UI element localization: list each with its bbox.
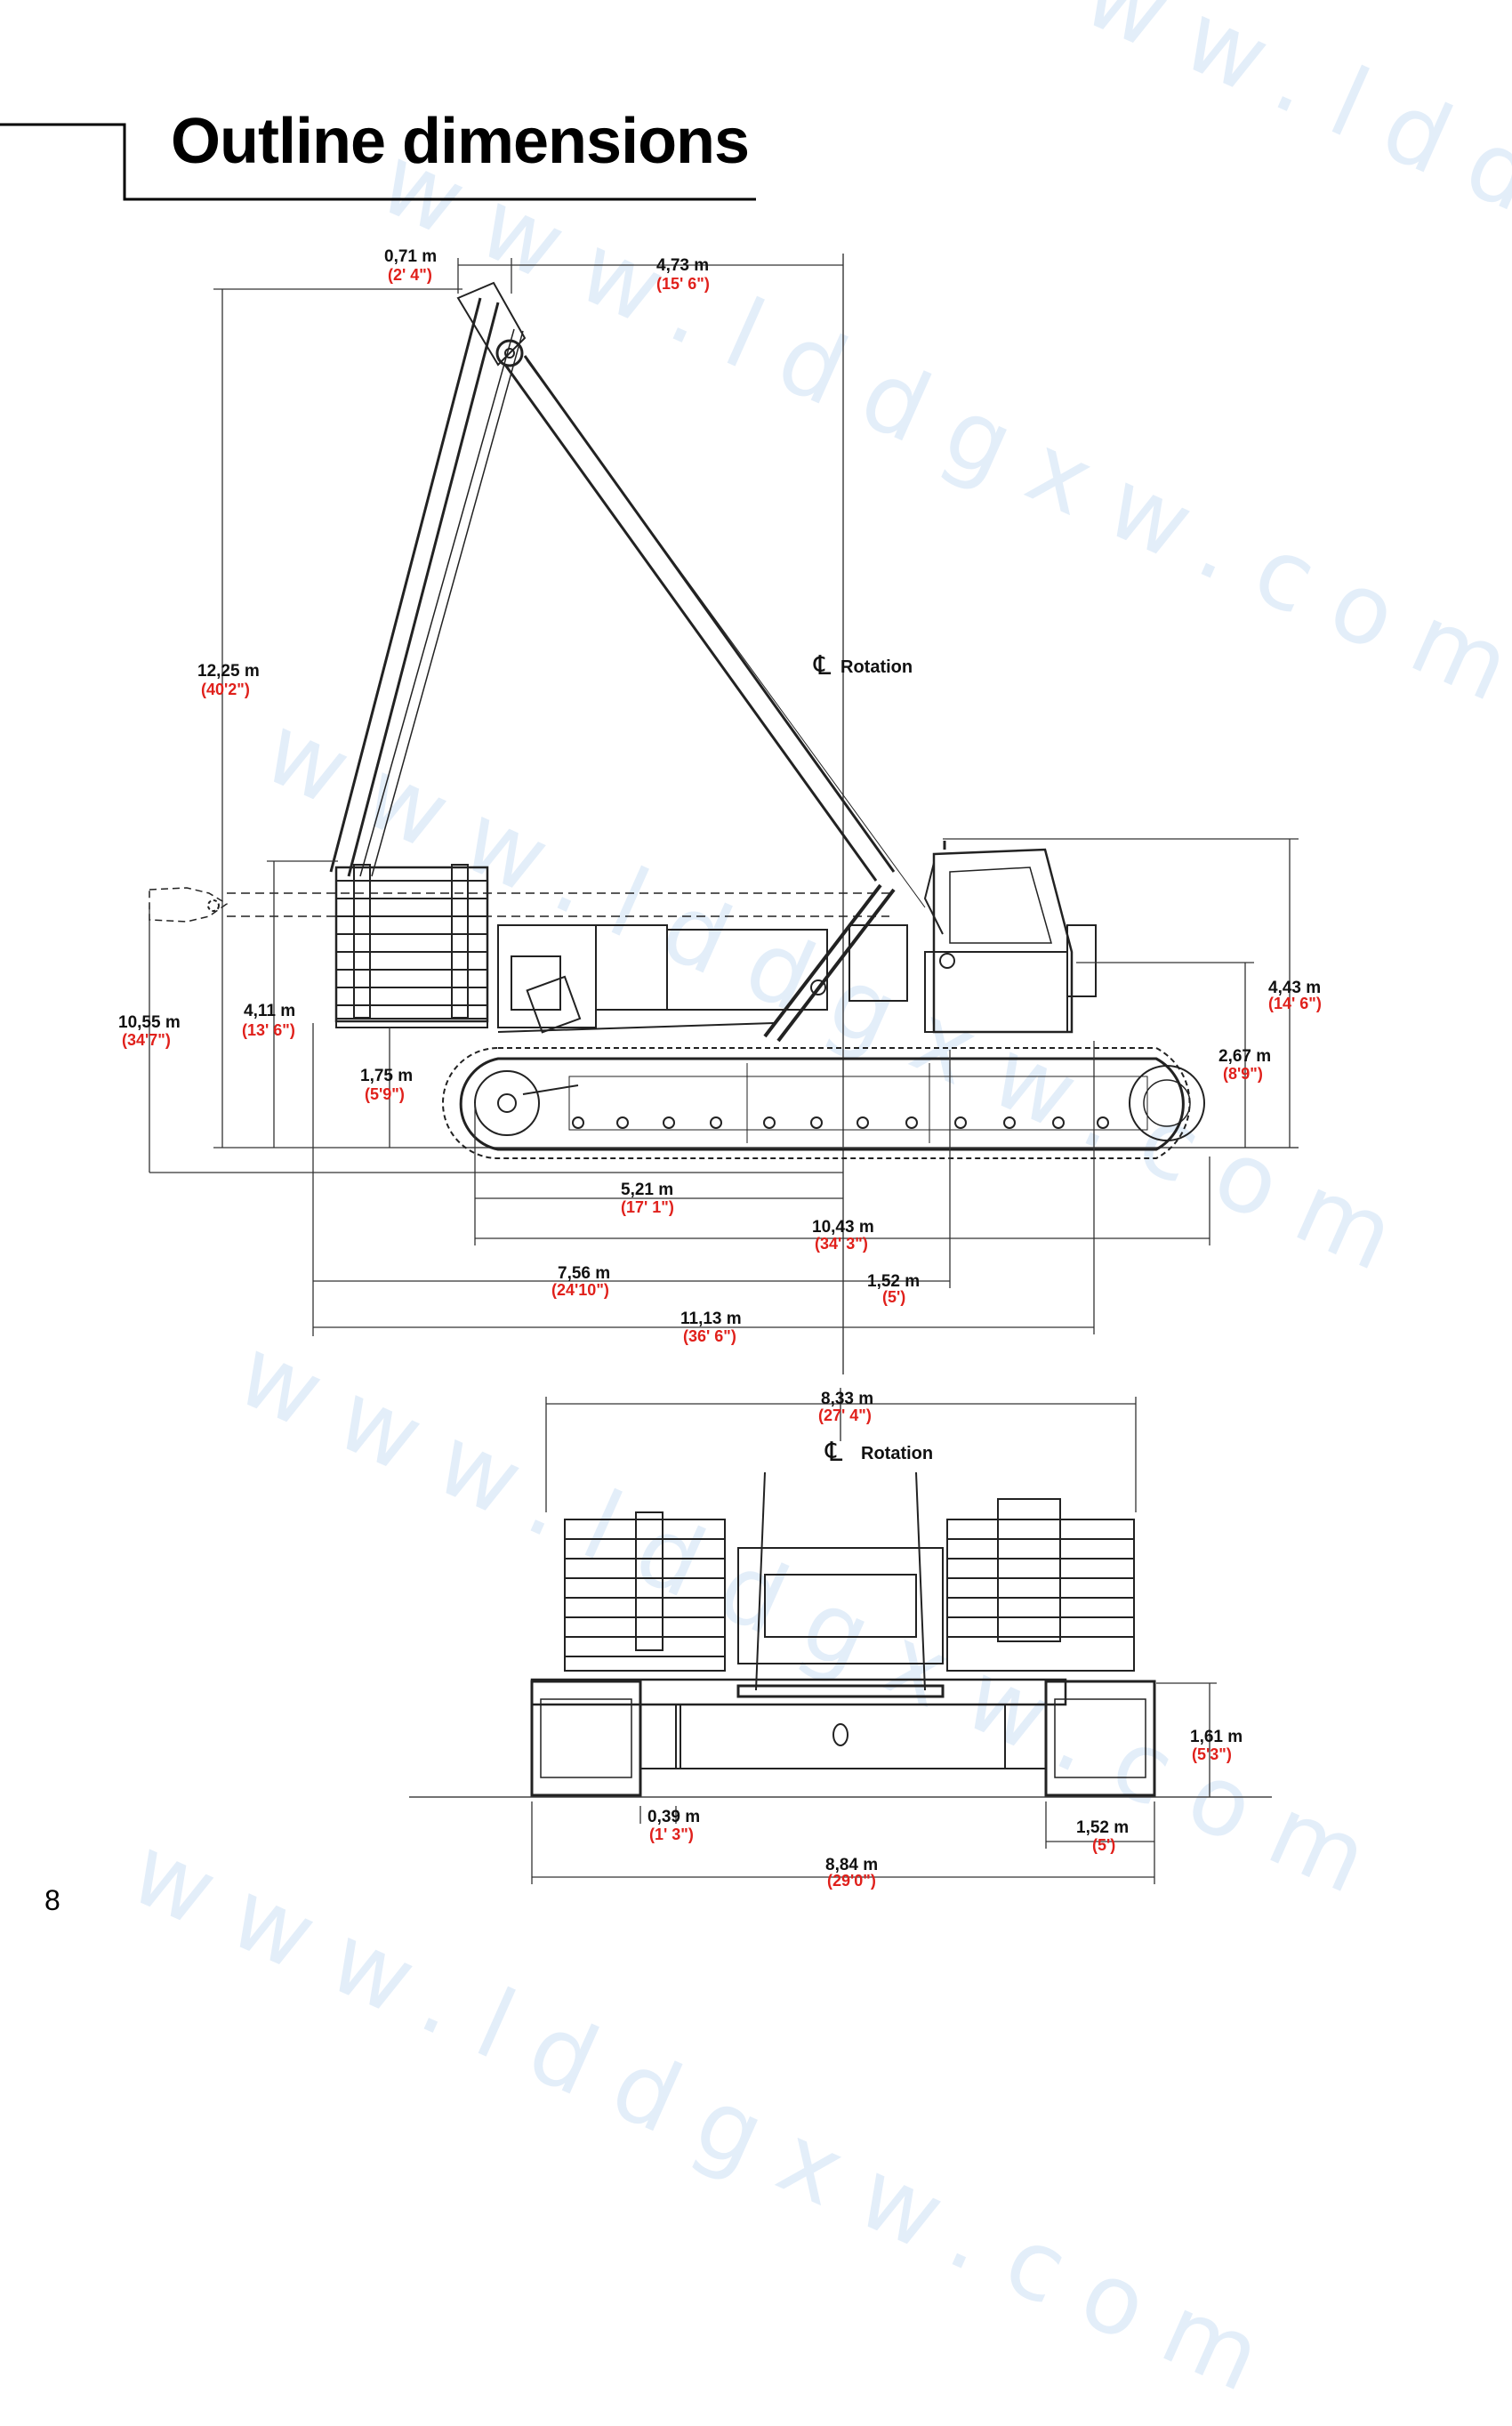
front-rotation-centerline-symbol: ℄ <box>824 1437 842 1468</box>
dim-track-length: 10,43 m (34' 3") <box>812 1218 874 1253</box>
dim-overall-length: 11,13 m (36' 6") <box>680 1310 742 1345</box>
dim-tool-reach-metric: 10,55 m <box>118 1013 181 1032</box>
dim-overall-track-width-metric: 8,84 m <box>825 1856 878 1874</box>
dim-cage-to-rotation-metric: 7,56 m <box>558 1264 610 1283</box>
dim-cage-height-metric: 4,11 m <box>244 1002 295 1020</box>
side-dim-labels: 0,71 m (2' 4") 4,73 m (15' 6") 12,25 m (… <box>118 247 1322 1345</box>
dim-boom-offset-metric: 0,71 m <box>384 247 437 266</box>
dim-cage-clearance: 1,75 m (5'9") <box>360 1067 413 1103</box>
dim-cage-height-imperial: (13' 6") <box>242 1021 295 1039</box>
dim-boom-offset-imperial: (2' 4") <box>388 266 432 284</box>
dim-upper-width: 8,33 m (27' 4") <box>818 1390 873 1424</box>
dim-total-height: 12,25 m (40'2") <box>197 662 260 698</box>
dim-cage-to-rotation: 7,56 m (24'10") <box>551 1264 610 1299</box>
dim-track-height-metric: 1,61 m <box>1190 1728 1243 1746</box>
dim-rotation-to-tail-metric: 1,52 m <box>867 1272 920 1291</box>
dim-upper-width-metric: 8,33 m <box>821 1390 873 1408</box>
dim-shoe-width: 1,52 m (5') <box>1076 1818 1129 1854</box>
dim-boom-to-rotation: 4,73 m (15' 6") <box>656 256 710 293</box>
dim-track-length-metric: 10,43 m <box>812 1218 874 1237</box>
dim-rotation-to-tail-imperial: (5') <box>882 1288 905 1306</box>
dim-overall-track-width-imperial: (29'0") <box>827 1872 876 1890</box>
dim-ground-clearance-imperial: (1' 3") <box>649 1826 694 1843</box>
dim-counterweight-height-imperial: (8'9") <box>1223 1065 1263 1083</box>
dim-front-to-rotation-metric: 5,21 m <box>621 1181 673 1199</box>
front-view-machine <box>409 1388 1272 1798</box>
dim-cage-height: 4,11 m (13' 6") <box>242 1002 295 1039</box>
dim-total-height-metric: 12,25 m <box>197 662 260 681</box>
dim-overall-length-imperial: (36' 6") <box>683 1327 736 1345</box>
dim-overall-track-width: 8,84 m (29'0") <box>825 1856 878 1890</box>
side-view-machine <box>149 254 1299 1374</box>
dim-total-height-imperial: (40'2") <box>201 681 250 698</box>
dim-overall-length-metric: 11,13 m <box>680 1310 742 1328</box>
dim-track-height-imperial: (5'3") <box>1192 1745 1232 1763</box>
dim-shoe-width-imperial: (5') <box>1092 1836 1115 1854</box>
dim-boom-to-rotation-metric: 4,73 m <box>656 256 709 275</box>
front-view-dimension-lines <box>531 1397 1217 1884</box>
dim-front-to-rotation-imperial: (17' 1") <box>621 1198 674 1216</box>
dim-ground-clearance-metric: 0,39 m <box>647 1808 700 1826</box>
dim-cage-clearance-imperial: (5'9") <box>365 1085 405 1103</box>
dim-boom-offset: 0,71 m (2' 4") <box>384 247 437 284</box>
dim-counterweight-height: 2,67 m (8'9") <box>1218 1047 1271 1083</box>
dim-cage-clearance-metric: 1,75 m <box>360 1067 413 1085</box>
dim-track-length-imperial: (34' 3") <box>815 1235 868 1253</box>
side-rotation-centerline-symbol: ℄ <box>813 650 831 681</box>
side-rotation-label: Rotation <box>840 657 913 677</box>
page-title: Outline dimensions <box>171 106 750 177</box>
outline-drawing: ℄ Rotation 0,71 m (2' 4") 4,73 m (15' 6"… <box>0 123 1322 1890</box>
page-number: 8 <box>44 1884 60 1916</box>
dim-track-height: 1,61 m (5'3") <box>1190 1728 1243 1763</box>
dim-cab-height: 4,43 m (14' 6") <box>1268 979 1322 1012</box>
front-rotation-label: Rotation <box>861 1444 933 1463</box>
title-frame <box>0 123 756 201</box>
dim-tool-reach: 10,55 m (34'7") <box>118 1013 181 1049</box>
dim-cab-height-imperial: (14' 6") <box>1268 995 1322 1012</box>
dim-boom-to-rotation-imperial: (15' 6") <box>656 275 710 293</box>
dim-cab-height-metric: 4,43 m <box>1268 979 1321 997</box>
dim-upper-width-imperial: (27' 4") <box>818 1406 872 1424</box>
dim-ground-clearance: 0,39 m (1' 3") <box>647 1808 700 1843</box>
front-dim-labels: 8,33 m (27' 4") 1,61 m (5'3") 0,39 m (1'… <box>647 1390 1243 1890</box>
dim-tool-reach-imperial: (34'7") <box>122 1031 171 1049</box>
dim-rotation-to-tail: 1,52 m (5') <box>867 1272 920 1306</box>
dim-front-to-rotation: 5,21 m (17' 1") <box>621 1181 674 1216</box>
dim-cage-to-rotation-imperial: (24'10") <box>551 1281 609 1299</box>
dim-counterweight-height-metric: 2,67 m <box>1218 1047 1271 1066</box>
side-view-dimension-lines <box>149 258 1299 1336</box>
dim-shoe-width-metric: 1,52 m <box>1076 1818 1129 1837</box>
